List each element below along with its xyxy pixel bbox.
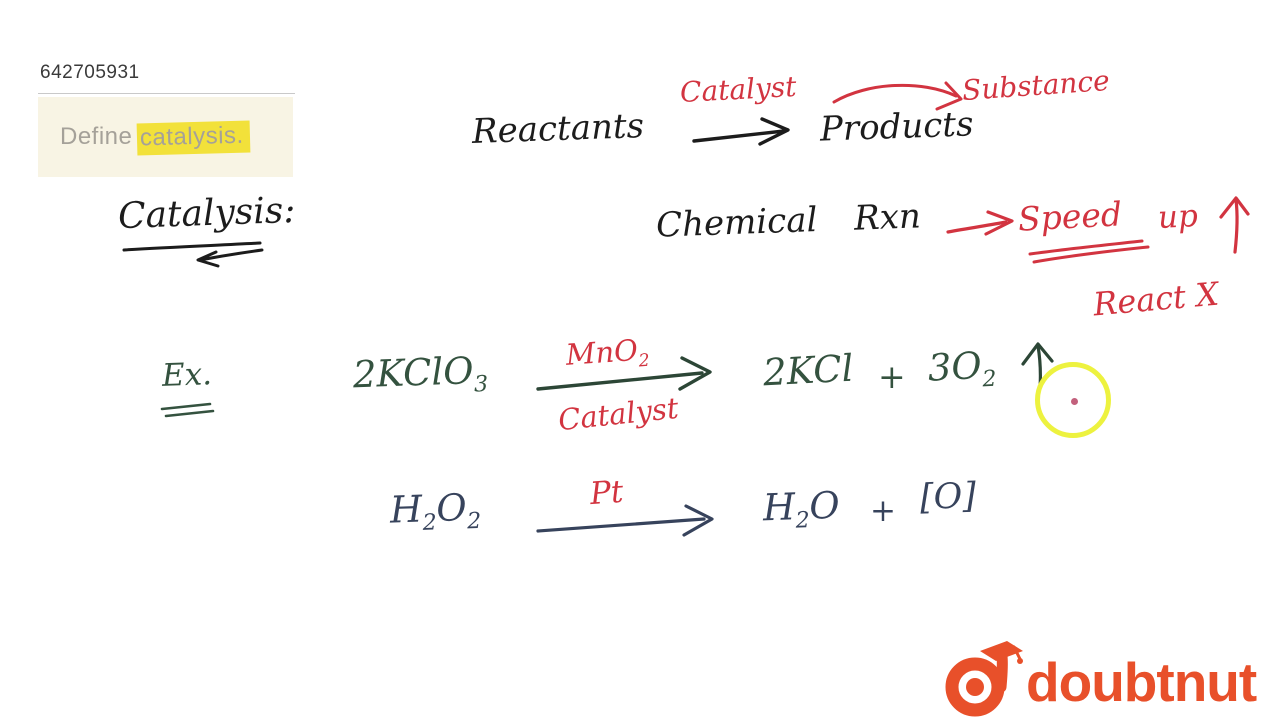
example1-reactant-main: 2KClO: [352, 349, 475, 397]
example1-product2-main: 3O: [926, 343, 983, 390]
scheme-substance-label: Substance: [960, 63, 1111, 108]
example1-arrow-top-sub: 2: [637, 350, 651, 372]
example1-reactant-sub: 3: [473, 371, 489, 398]
example1-product2-sub: 2: [981, 365, 998, 393]
question-id: 642705931: [40, 62, 140, 83]
catalysis-underline: [122, 241, 264, 268]
example2-product1-o: O: [808, 483, 841, 528]
example2-reactant-h-sub: 2: [422, 509, 438, 536]
speed-underline: [1028, 239, 1150, 264]
scheme-reactants: Reactants: [471, 106, 645, 152]
effect-speed: Speed: [1017, 194, 1123, 239]
example1-label: Ex.: [161, 356, 213, 394]
example1-arrow-top: MnO2: [564, 332, 651, 376]
doubtnut-logo-icon: [945, 641, 1023, 717]
doubtnut-wordmark: doubtnut: [1026, 651, 1257, 713]
example2-product2: [O]: [919, 476, 977, 518]
pointer-dot: [1071, 398, 1078, 405]
example2-reactant-o-sub: 2: [466, 507, 482, 535]
example2-arrow-icon: [536, 504, 714, 537]
example1-reactant: 2KClO3: [352, 349, 489, 400]
question-text-prefix: Define: [60, 123, 140, 150]
scheme-catalyst-label: Catalyst: [679, 69, 798, 110]
question-text-highlighted: catalysis.: [136, 120, 250, 156]
example2-reactant-o: O: [435, 485, 468, 530]
example2-product1-h: H: [762, 485, 796, 530]
pointer-highlight-circle: [1035, 362, 1111, 438]
effect-up: up: [1157, 197, 1199, 237]
example1-arrow-bottom: Catalyst: [556, 390, 681, 438]
scheme-products: Products: [819, 104, 975, 150]
example2-arrow-top: Pt: [588, 473, 625, 513]
question-divider: [38, 93, 295, 94]
example1-label-underline: [160, 402, 215, 418]
example2-product1: H2O: [762, 483, 841, 534]
example1-arrow-top-main: MnO: [564, 332, 640, 372]
speed-up-arrow-icon: [1219, 196, 1250, 254]
heading-catalysis: Catalysis:: [117, 189, 297, 238]
example2-product1-h-sub: 2: [795, 507, 811, 534]
example1-product2: 3O2: [926, 343, 998, 393]
effect-react-x: React X: [1091, 274, 1221, 324]
effect-chemical-rxn: Chemical Rxn: [655, 196, 922, 246]
question-text: Define catalysis.: [60, 120, 250, 156]
scheme-arrow-icon: [692, 117, 790, 146]
example1-product1: 2KCl: [761, 346, 855, 395]
example2-reactant: H2O2: [389, 485, 482, 536]
example2-reactant-h: H: [389, 487, 423, 532]
example2-plus: +: [870, 493, 896, 529]
speed-arrow-icon: [946, 210, 1014, 236]
example1-plus: +: [878, 357, 906, 396]
